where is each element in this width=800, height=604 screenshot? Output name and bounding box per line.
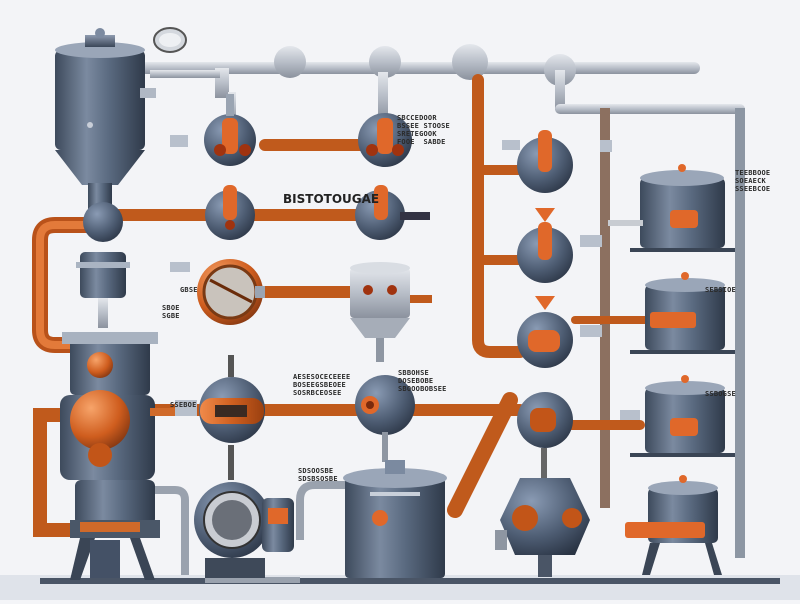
label-right-3: SSBOGSE (705, 390, 736, 398)
copper-pipe-network (32, 74, 649, 537)
label-right-2: SEBSIOE (705, 286, 736, 294)
left-main-machine (60, 332, 197, 580)
center-storage-tank (343, 460, 447, 578)
valve-unit-row1-a (204, 94, 256, 166)
connector-fittings (170, 135, 640, 420)
right-valve-column (517, 130, 573, 478)
label-left-small: SSEBOE (170, 401, 197, 409)
mid-center-valve (355, 375, 415, 462)
mid-copper-valve (199, 355, 265, 480)
valve-unit-row2-b (355, 185, 430, 240)
lower-silver-pipes (140, 481, 360, 583)
pressure-gauge-icon (153, 27, 187, 53)
filter-screen-unit (197, 259, 265, 325)
right-tank-2 (630, 272, 735, 354)
silver-cyclone-unit (350, 262, 432, 362)
right-tank-3 (630, 375, 735, 457)
valve-unit-row1-b (358, 113, 412, 167)
right-bottom-reactor (495, 478, 590, 577)
top-silver-pipe-network (140, 44, 745, 558)
diagram-title-label: BISTOTOUGAE (283, 192, 380, 206)
left-valve-stack (76, 202, 130, 328)
label-mid-left-a: GBSE (180, 286, 198, 294)
bottom-drum-unit (194, 482, 294, 578)
right-tank-4 (625, 475, 722, 575)
floor-rail (40, 578, 780, 584)
valve-unit-row2-a (205, 185, 255, 240)
right-tank-1 (608, 164, 735, 252)
